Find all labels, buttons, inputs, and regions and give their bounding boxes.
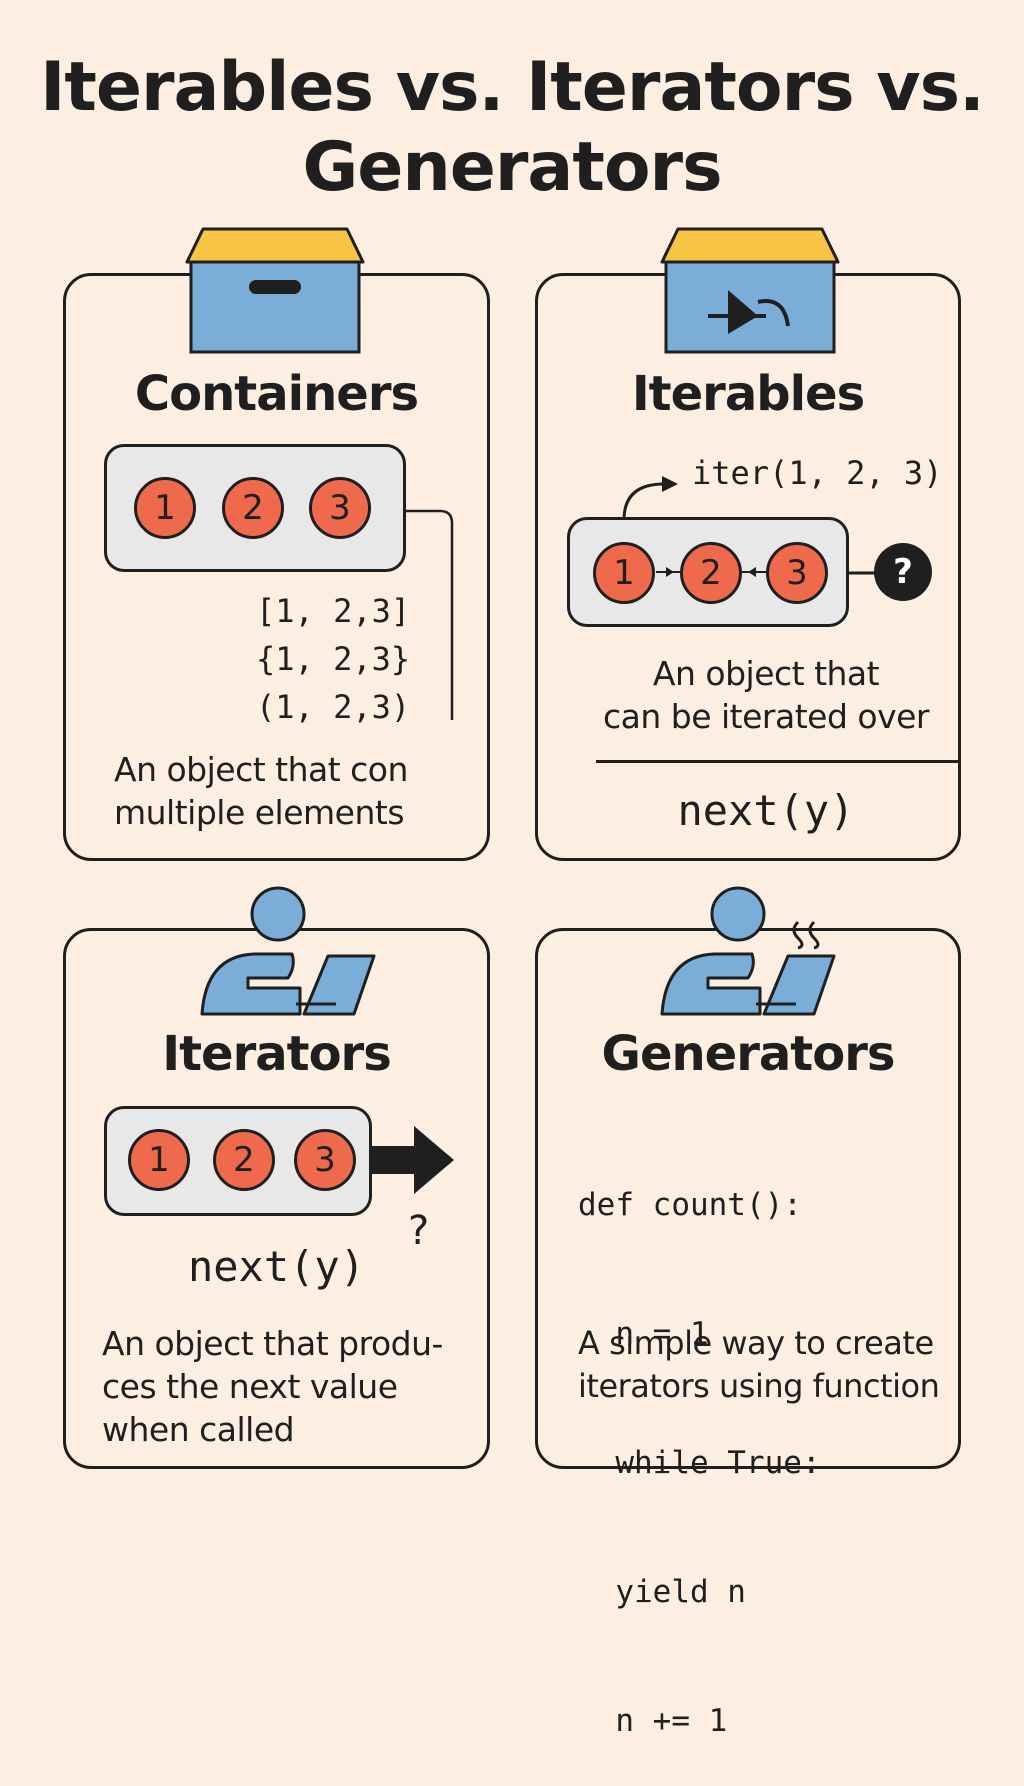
generators-description: A simple way to create iterators using f… (578, 1322, 958, 1408)
iterators-description-line-2: ces the next value (102, 1367, 398, 1406)
container-example-set: {1, 2,3} (256, 640, 411, 678)
item-link-arrows (656, 567, 766, 577)
title-line-1: Iterables vs. Iterators vs. (40, 48, 985, 127)
iterables-divider (596, 760, 960, 763)
title-line-2: Generators (302, 128, 722, 207)
container-example-list: [1, 2,3] (256, 592, 411, 630)
containers-description-line-1: An object that con (114, 750, 408, 789)
question-mark-icon: ? (874, 543, 932, 601)
iterators-description: An object that produ- ces the next value… (102, 1322, 482, 1451)
curved-arrow-icon (622, 476, 678, 521)
box-minus-icon (185, 227, 365, 354)
generators-description-line-2: iterators using function (578, 1367, 940, 1405)
right-arrow-icon (370, 1126, 454, 1194)
iterator-item-3: 3 (294, 1129, 356, 1191)
iterators-next-call: next(y) (187, 1242, 365, 1291)
containers-description: An object that con multiple elements (114, 748, 474, 834)
containers-heading: Containers (134, 366, 419, 422)
iterators-question-mark: ? (408, 1208, 430, 1254)
iterables-description-line-2: can be iterated over (603, 697, 929, 736)
generators-description-line-1: A simple way to create (578, 1324, 934, 1362)
code-line-1: def count(): (578, 1187, 802, 1223)
container-item-1: 1 (134, 477, 196, 539)
container-item-3: 3 (309, 477, 371, 539)
iterators-description-line-1: An object that produ- (102, 1324, 443, 1363)
code-line-2: n = 1 (578, 1316, 709, 1352)
iterables-heading: Iterables (631, 366, 865, 422)
containers-description-line-2: multiple elements (114, 793, 405, 832)
iterables-footer-next: next(y) (677, 786, 855, 835)
generators-panel (535, 928, 961, 1469)
unknown-connector-line (848, 571, 876, 575)
person-laptop-steam-icon (660, 886, 836, 1016)
iterable-item-2: 2 (680, 542, 742, 604)
generator-code-block: def count(): n = 1 while True: yield n n… (578, 1098, 821, 1786)
iter-call-label: iter(1, 2, 3) (692, 454, 943, 492)
container-example-tuple: (1, 2,3) (256, 688, 411, 726)
box-arrow-icon (660, 227, 840, 354)
code-line-5: n += 1 (578, 1703, 728, 1739)
iterables-description-line-1: An object that (652, 654, 880, 693)
page-title: Iterables vs. Iterators vs. Generators (0, 48, 1024, 208)
iterators-heading: Iterators (162, 1026, 392, 1082)
code-line-3: while True: (578, 1445, 821, 1481)
iterable-item-1: 1 (593, 542, 655, 604)
iterable-item-3: 3 (766, 542, 828, 604)
container-item-2: 2 (222, 477, 284, 539)
bracket-connector (406, 509, 454, 720)
iterator-item-1: 1 (128, 1129, 190, 1191)
iterators-description-line-3: when called (102, 1410, 295, 1449)
iterables-description: An object that can be iterated over (535, 652, 997, 738)
person-laptop-icon (200, 886, 376, 1016)
generators-heading: Generators (601, 1026, 896, 1082)
code-line-4: yield n (578, 1574, 746, 1610)
iterator-item-2: 2 (213, 1129, 275, 1191)
